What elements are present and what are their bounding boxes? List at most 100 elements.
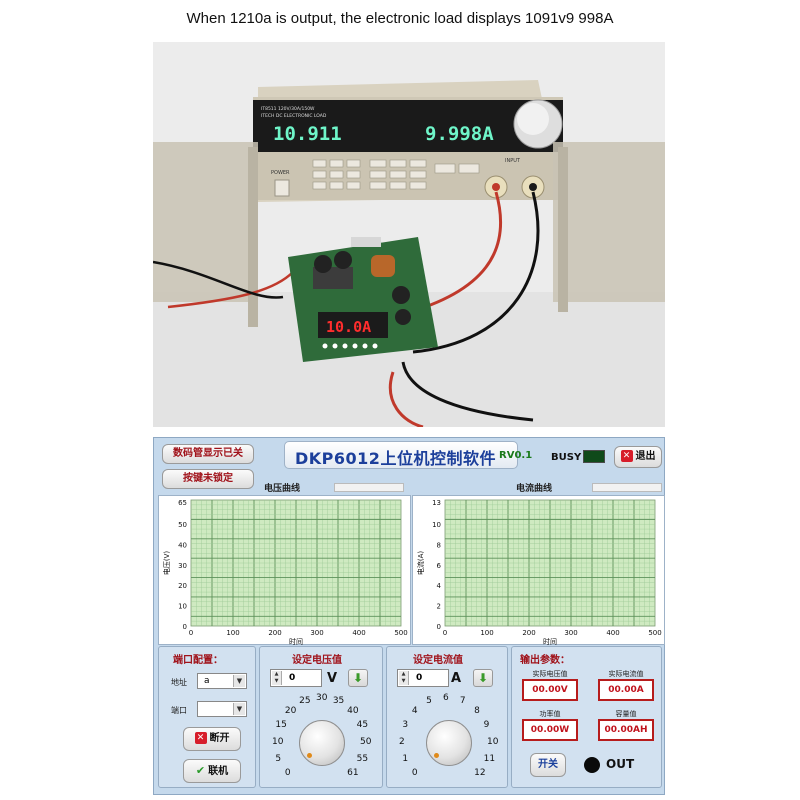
- voltage-stepper[interactable]: ▲▼ 0: [270, 669, 322, 687]
- exit-button[interactable]: ✕退出: [614, 446, 662, 468]
- current-chart-x-tick: 0: [443, 629, 447, 637]
- version-label: RV0.1: [499, 450, 533, 461]
- current-dial-label: 5: [426, 696, 432, 707]
- voltage-chart-y-tick: 40: [178, 541, 187, 549]
- key-unlocked-button[interactable]: 按键未锁定: [162, 469, 254, 489]
- port-config-group: 端口配置： 地址 a ▼ 端口 ▼ ✕断开 ✔联机: [158, 646, 256, 788]
- voltage-dial-label: 20: [284, 705, 297, 716]
- connect-label: 联机: [208, 766, 229, 777]
- up-down-arrows-icon[interactable]: ▲▼: [399, 671, 409, 685]
- voltage-dial-label: 0: [284, 768, 291, 779]
- power-label: 功率值: [539, 710, 561, 718]
- voltage-dial-label: 40: [347, 705, 359, 716]
- load-subtitle-text: ITECH DC ELECTRONIC LOAD: [261, 113, 327, 119]
- actual-voltage-display: 00.00V: [522, 679, 578, 701]
- current-chart-x-tick: 500: [648, 629, 661, 637]
- current-chart-title: 电流曲线: [516, 484, 553, 494]
- voltage-dial-label: 50: [360, 737, 372, 747]
- set-voltage-title: 设定电压值: [292, 655, 342, 666]
- download-arrow-icon: ⬇: [478, 671, 489, 685]
- current-chart-y-tick: 4: [437, 582, 442, 590]
- voltage-chart-x-tick: 500: [394, 629, 407, 637]
- current-chart-y-tick: 2: [437, 603, 441, 611]
- output-led: [584, 757, 600, 773]
- module-display: 10.0A: [326, 318, 371, 336]
- load-keypad: [312, 159, 480, 190]
- current-dial-label: 3: [402, 720, 409, 731]
- voltage-dial-label: 45: [356, 720, 369, 731]
- apply-current-button[interactable]: ⬇: [473, 669, 493, 687]
- load-model-text: IT8511 120V/30A/150W: [261, 106, 315, 112]
- current-chart-x-label: 时间: [543, 637, 557, 646]
- voltage-dial-label: 25: [299, 696, 311, 707]
- title-box: DKP6012上位机控制软件: [284, 441, 518, 469]
- output-params-title: 输出参数：: [520, 655, 570, 666]
- current-dial-label: 2: [399, 737, 405, 747]
- current-chart-x-tick: 100: [480, 629, 493, 637]
- close-icon: ✕: [620, 450, 633, 462]
- actual-current-display: 00.00A: [598, 679, 654, 701]
- voltage-chart-y-tick: 30: [178, 562, 187, 570]
- current-dial-label: 6: [443, 693, 449, 703]
- voltage-chart-x-tick: 200: [268, 629, 281, 637]
- current-chart-x-tick: 300: [564, 629, 577, 637]
- voltage-chart-y-tick: 0: [183, 623, 187, 631]
- pcb-board: [288, 237, 438, 362]
- busy-label: BUSY: [551, 452, 582, 463]
- current-dial-label: 0: [411, 768, 418, 779]
- voltage-chart-y-tick: 20: [178, 582, 187, 590]
- current-dial-label: 1: [402, 753, 409, 764]
- current-chart-scrollbar[interactable]: [592, 483, 662, 492]
- voltage-chart-scrollbar[interactable]: [334, 483, 404, 492]
- voltage-chart-x-tick: 300: [310, 629, 323, 637]
- output-switch-button[interactable]: 开关: [530, 753, 566, 777]
- inductor-coil: [371, 255, 395, 277]
- voltage-dial-label: 35: [332, 696, 345, 707]
- power-label-text: POWER: [271, 170, 290, 176]
- voltage-dial-label: 30: [316, 693, 328, 703]
- voltage-chart-y-tick: 50: [178, 521, 187, 529]
- voltage-unit: V: [327, 671, 338, 686]
- actual-voltage-label: 实际电压值: [532, 670, 568, 678]
- voltage-chart-y-tick: 10: [178, 603, 187, 611]
- voltage-chart-y-tick: 65: [178, 499, 187, 507]
- capacity-display: 00.00AH: [598, 719, 654, 741]
- chevron-down-icon[interactable]: ▼: [233, 675, 245, 687]
- led-display-off-button[interactable]: 数码管显示已关: [162, 444, 254, 464]
- current-dial-label: 9: [483, 720, 490, 731]
- chevron-down-icon[interactable]: ▼: [233, 703, 245, 715]
- voltage-dial-label: 15: [275, 720, 287, 731]
- port-select[interactable]: ▼: [197, 701, 247, 717]
- up-down-arrows-icon[interactable]: ▲▼: [272, 671, 282, 685]
- current-chart-y-tick: 13: [432, 499, 441, 507]
- connect-button[interactable]: ✔联机: [183, 759, 241, 783]
- address-select[interactable]: a ▼: [197, 673, 247, 689]
- voltage-chart-x-tick: 100: [226, 629, 239, 637]
- current-dial-label: 11: [483, 753, 496, 764]
- current-dial-label: 10: [487, 737, 499, 747]
- module-display-panel: [318, 312, 388, 338]
- product-photo: IT8511 120V/30A/150W ITECH DC ELECTRONIC…: [153, 42, 665, 427]
- disconnect-button[interactable]: ✕断开: [183, 727, 241, 751]
- load-display-panel: [253, 100, 563, 152]
- current-chart-x-tick: 400: [606, 629, 619, 637]
- set-current-title: 设定电流值: [413, 655, 463, 666]
- current-knob[interactable]: [426, 720, 472, 766]
- disconnect-label: 断开: [209, 733, 230, 744]
- voltage-dial-label: 55: [356, 753, 369, 764]
- load-current-display: 9.998A: [425, 123, 494, 145]
- apply-voltage-button[interactable]: ⬇: [348, 669, 368, 687]
- current-stepper[interactable]: ▲▼ 0: [397, 669, 449, 687]
- voltage-chart-x-tick: 400: [352, 629, 365, 637]
- port-config-title: 端口配置：: [173, 655, 223, 666]
- input-label-text: INPUT: [505, 158, 521, 164]
- voltage-knob[interactable]: [299, 720, 345, 766]
- photo-caption: When 1210a is output, the electronic loa…: [186, 10, 614, 27]
- busy-indicator: [583, 450, 605, 463]
- actual-current-label: 实际电流值: [608, 670, 644, 678]
